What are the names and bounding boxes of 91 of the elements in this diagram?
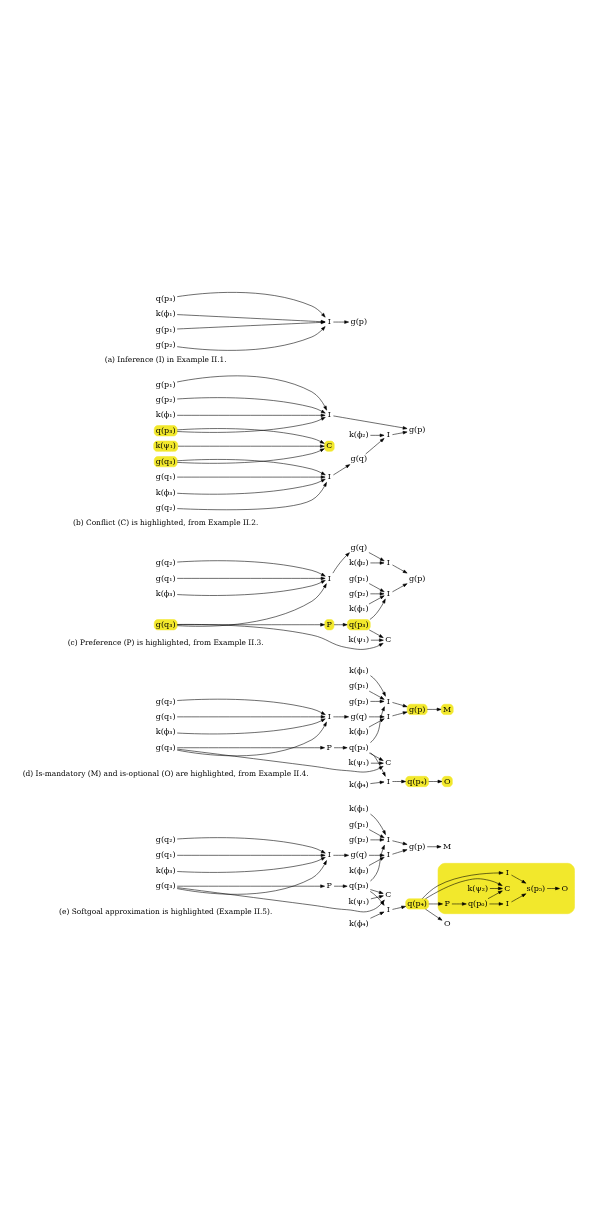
arrow — [176, 718, 326, 735]
arrow — [176, 448, 325, 464]
arrow — [176, 417, 326, 433]
arrow — [392, 849, 408, 855]
arrow — [176, 746, 325, 750]
arrow — [392, 431, 408, 435]
arrow — [176, 459, 326, 476]
arrow — [333, 715, 349, 719]
arrow — [176, 857, 326, 873]
arrow — [176, 837, 326, 854]
arrow — [370, 911, 385, 919]
arrow — [370, 889, 384, 894]
arrow — [428, 902, 443, 906]
arrow — [176, 314, 326, 324]
arrow — [368, 583, 385, 593]
arrow — [176, 482, 327, 511]
arrow — [392, 583, 408, 593]
arrow — [176, 576, 326, 581]
arrow — [368, 595, 385, 605]
arrow — [333, 320, 349, 324]
arrow — [177, 444, 325, 448]
arrow — [176, 580, 326, 596]
arrow — [392, 779, 406, 784]
arrow — [368, 853, 385, 857]
arrow — [368, 829, 385, 839]
arrow — [333, 415, 408, 430]
arrow — [370, 813, 386, 835]
arrow — [489, 886, 503, 891]
arrow — [426, 707, 442, 712]
arrow — [392, 905, 406, 910]
arrow — [176, 413, 326, 417]
arrow — [392, 702, 408, 708]
arrow — [176, 884, 325, 888]
arrow — [370, 638, 384, 642]
arrow — [487, 890, 503, 899]
arrow — [176, 292, 326, 318]
arrow — [333, 464, 351, 476]
arrow — [428, 779, 443, 784]
arrow — [368, 629, 384, 638]
arrow — [426, 845, 442, 849]
arrow — [176, 583, 327, 627]
arrow — [451, 902, 467, 906]
arrow — [176, 623, 325, 627]
arrow — [370, 433, 385, 438]
arrow — [370, 895, 384, 900]
arrow — [176, 375, 327, 411]
arrow — [370, 699, 385, 704]
arrow — [368, 552, 385, 562]
arrow — [333, 623, 348, 627]
arrow — [546, 886, 560, 891]
arrow — [176, 320, 326, 330]
arrow — [365, 438, 385, 455]
arrow — [370, 752, 386, 777]
arrow — [176, 475, 326, 479]
arrow — [392, 564, 408, 574]
arrow — [176, 560, 326, 577]
arrow — [511, 874, 527, 884]
arrow — [176, 397, 326, 414]
arrow — [176, 478, 326, 495]
arrow — [368, 718, 385, 728]
arrow — [370, 844, 385, 882]
arrow — [489, 902, 504, 906]
arrow — [333, 746, 348, 750]
arrow — [370, 561, 385, 565]
arrow — [425, 878, 503, 900]
arrow — [511, 893, 527, 903]
arrow — [368, 856, 385, 866]
arrow — [176, 624, 384, 650]
arrow — [368, 752, 384, 761]
arrow — [176, 860, 327, 895]
arrow — [370, 780, 385, 785]
arrow — [176, 715, 326, 719]
arrow — [370, 761, 384, 765]
arrow — [421, 871, 504, 899]
arrow — [370, 592, 385, 596]
arrow — [392, 840, 408, 846]
arrow — [370, 675, 386, 697]
arrow — [176, 853, 326, 857]
arrow — [176, 428, 325, 444]
arrow — [370, 838, 385, 842]
arrow — [425, 908, 443, 921]
arrow — [369, 598, 386, 620]
arrow — [176, 748, 384, 773]
arrow — [333, 853, 349, 857]
arrow — [176, 326, 326, 351]
arrow — [392, 711, 408, 717]
arrow — [333, 884, 348, 888]
arrow — [332, 552, 350, 574]
arrow — [176, 721, 327, 757]
arrow — [368, 690, 385, 700]
arrow — [176, 698, 326, 715]
